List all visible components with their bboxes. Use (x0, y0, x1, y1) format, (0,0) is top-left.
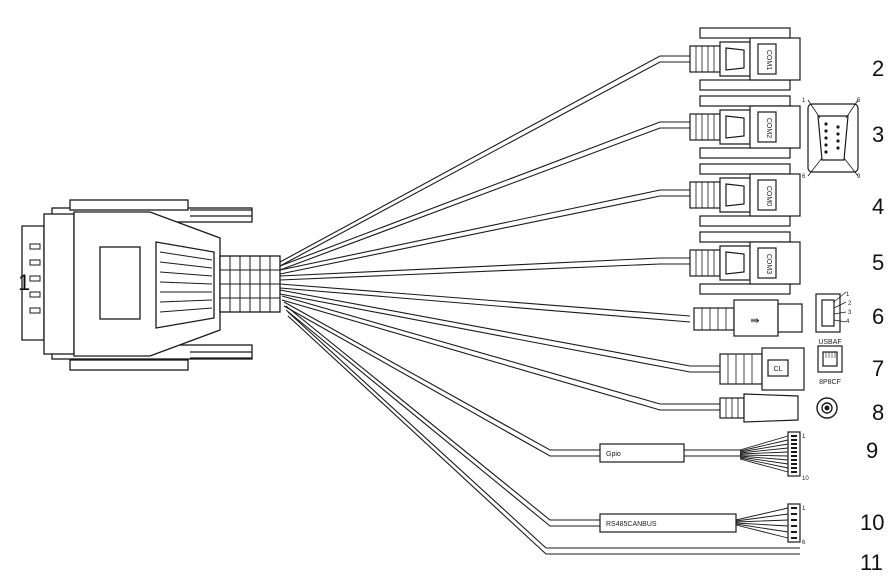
lan-label: CL (774, 366, 783, 373)
db9-pin-6: 6 (802, 174, 806, 180)
callout-1: 1 (18, 270, 30, 295)
cable-gpio (283, 301, 600, 451)
canbus-pin-last: 6 (802, 540, 806, 546)
com3-label: COM3 (765, 254, 772, 274)
db9-pin-5: 5 (857, 98, 861, 104)
callout-3: 3 (872, 122, 884, 147)
com1-connector: COM1 (689, 27, 801, 91)
usb-port-icon (815, 291, 847, 333)
usb-port-label: USBAF (818, 339, 841, 346)
gpio-pin-last: 10 (802, 476, 809, 482)
callout-8: 8 (872, 400, 884, 425)
usb-trident-icon: ⇛ (750, 315, 759, 327)
cable-canbus (285, 305, 600, 521)
com2-connector: COM2 (689, 95, 801, 159)
cable-com0 (279, 189, 690, 271)
usb-pin-2: 2 (848, 301, 852, 307)
canbus-cable: RS485CANBUS (599, 503, 801, 543)
db9-pinout-icon: 1 5 6 9 (802, 98, 861, 180)
usb-pin-4: 4 (846, 319, 850, 325)
usb-pin-1: 1 (846, 292, 850, 298)
com3-connector: COM3 (689, 231, 801, 295)
callout-2: 2 (872, 56, 884, 81)
callout-9: 9 (866, 438, 878, 463)
gpio-pin-first: 1 (802, 434, 806, 440)
rj45-port-icon (817, 345, 843, 373)
db9-pin-9: 9 (857, 174, 861, 180)
callout-4: 4 (872, 194, 884, 219)
cable-lan (279, 289, 720, 367)
usb-connector: ⇛ (693, 299, 803, 337)
canbus-pin-first: 1 (802, 506, 806, 512)
gpio-label: Gpio (606, 451, 621, 458)
cable-com3 (279, 257, 690, 277)
com0-label: COM0 (765, 186, 772, 206)
callout-7: 7 (872, 356, 884, 381)
cable-com2 (279, 121, 690, 267)
cable-11 (287, 311, 800, 549)
canbus-label: RS485CANBUS (606, 521, 657, 528)
power-connector (719, 393, 799, 423)
cable-com1 (279, 55, 690, 263)
db9-pin-1: 1 (802, 98, 806, 104)
cable-bundle (279, 55, 800, 555)
com2-label: COM2 (765, 118, 772, 138)
lan-connector (719, 347, 805, 391)
main-db-connector (21, 199, 281, 371)
cable-usb (279, 283, 691, 317)
rj45-port-label: 8P8CF (819, 379, 841, 386)
com0-connector: COM0 (689, 163, 801, 227)
com1-label: COM1 (765, 50, 772, 70)
gpio-cable: Gpio (599, 431, 801, 477)
callout-10: 10 (860, 510, 884, 535)
callout-5: 5 (872, 250, 884, 275)
callout-11: 11 (860, 550, 883, 575)
callout-6: 6 (872, 304, 884, 329)
dc-jack-icon (816, 397, 838, 419)
usb-pin-3: 3 (848, 310, 852, 316)
cable-power (281, 295, 720, 405)
